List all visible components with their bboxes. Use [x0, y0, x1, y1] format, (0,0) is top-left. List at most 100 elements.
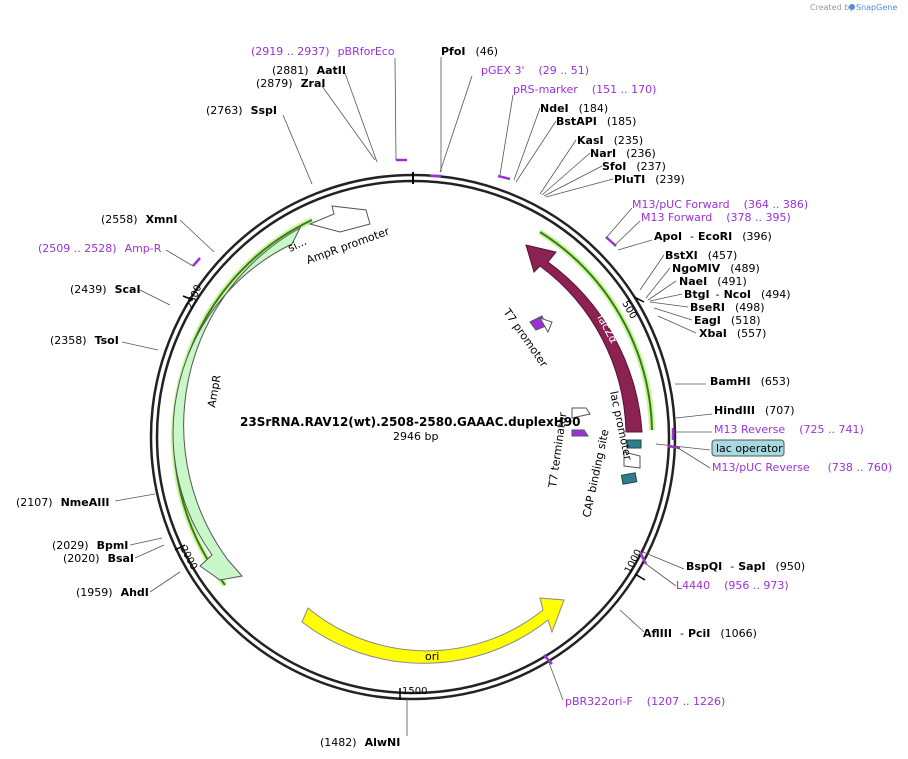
primer-pbrforeco-range: (2919 .. 2937)	[251, 45, 330, 58]
tick-marks	[174, 295, 646, 700]
lac-operator-feature	[626, 439, 642, 449]
svg-text:(2107)NmeAIII: (2107)NmeAIII	[16, 496, 110, 509]
enzyme-apoi: ApoI	[654, 230, 682, 243]
t7-promoter-arrow	[538, 317, 553, 334]
svg-text:(2020)BsaI: (2020)BsaI	[63, 552, 134, 565]
enzyme-aatii: AatII	[317, 64, 346, 77]
enzyme-bspqi: BspQI	[686, 560, 722, 573]
enzyme-bstapi: BstAPI	[556, 115, 597, 128]
svg-text:pGEX 3'(29 .. 51): pGEX 3'(29 .. 51)	[481, 64, 589, 77]
lacz-highlight-line	[539, 231, 653, 431]
svg-text:BstAPI(185): BstAPI(185)	[556, 115, 636, 128]
snapgene-icon	[849, 4, 855, 10]
cap-site-feature	[620, 472, 638, 485]
svg-text:(2029)BpmI: (2029)BpmI	[52, 539, 128, 552]
enzyme-bsai: BsaI	[108, 552, 134, 565]
enzyme-afliii: AflIII	[643, 627, 672, 640]
primer-amp-r: Amp-R	[125, 242, 162, 255]
primer-m13-puc-reverse: M13/pUC Reverse	[712, 461, 810, 474]
svg-text:pBR322ori-F(1207 .. 1226): pBR322ori-F(1207 .. 1226)	[565, 695, 725, 708]
svg-text:M13/pUC Reverse(738 .. 760): M13/pUC Reverse(738 .. 760)	[712, 461, 892, 474]
enzyme-xmni: XmnI	[146, 213, 178, 226]
enzyme-hindiii: HindIII	[714, 404, 755, 417]
svg-text:SfoI(237): SfoI(237)	[602, 160, 666, 173]
svg-text:M13 Forward(378 .. 395): M13 Forward(378 .. 395)	[641, 211, 791, 224]
enzyme-btgi: BtgI	[684, 288, 710, 301]
svg-text:(2439)ScaI: (2439)ScaI	[70, 283, 141, 296]
svg-text:(2558)XmnI: (2558)XmnI	[101, 213, 177, 226]
enzyme-tsoi: TsoI	[95, 334, 119, 347]
lac-promoter-feature	[623, 451, 641, 469]
ampr-promoter-feature	[308, 205, 371, 233]
primer-m13-reverse: M13 Reverse	[714, 423, 785, 436]
svg-text:NdeI(184): NdeI(184)	[540, 102, 608, 115]
svg-text:BtgI-NcoI(494): BtgI-NcoI(494)	[684, 288, 791, 301]
plasmid-name: 23SrRNA.RAV12(wt).2508-2580.GAAAC.duplex…	[240, 415, 581, 429]
primer-pbrforeco: pBRforEco	[338, 45, 395, 58]
connector-lines	[114, 57, 713, 736]
svg-text:M13/pUC Forward(364 .. 386): M13/pUC Forward(364 .. 386)	[632, 198, 808, 211]
tick-label-1500: 1500	[402, 686, 427, 697]
primer-amp-r-range: (2509 .. 2528)	[38, 242, 117, 255]
svg-text:BseRI(498): BseRI(498)	[690, 301, 765, 314]
lac-operator-label: lac operator	[716, 442, 783, 455]
primer-marks	[192, 158, 681, 665]
svg-text:(2919 .. 2937)pBRforEco: (2919 .. 2937) pBRforEco	[251, 45, 395, 58]
enzyme-eagi: EagI	[694, 314, 721, 327]
enzyme-bpmi: BpmI	[97, 539, 129, 552]
ampr-label: AmpR	[205, 374, 224, 409]
enzyme-ecori: EcoRI	[698, 230, 732, 243]
svg-text:PluTI(239): PluTI(239)	[614, 173, 685, 186]
enzyme-pfoi: PfoI	[441, 45, 466, 58]
svg-text:BstXI(457): BstXI(457)	[665, 249, 737, 262]
enzyme-ncoi: NcoI	[724, 288, 751, 301]
ori-label: ori	[425, 650, 439, 663]
t7-terminator-feature	[571, 429, 589, 437]
svg-text:BamHI(653): BamHI(653)	[710, 375, 790, 388]
svg-text:XbaI(557): XbaI(557)	[699, 327, 766, 340]
enzyme-kasi: KasI	[577, 134, 604, 147]
primer-m13-puc-forward: M13/pUC Forward	[632, 198, 730, 211]
lac-operator-box	[711, 439, 785, 457]
snapgene-logo: SnapGene	[856, 3, 897, 12]
cap-site-label: CAP binding site	[580, 428, 611, 519]
enzyme-pcii: PciI	[688, 627, 710, 640]
enzyme-ndei: NdeI	[540, 102, 569, 115]
svg-text:(2358)TsoI: (2358)TsoI	[50, 334, 119, 347]
enzyme-sfoi: SfoI	[602, 160, 626, 173]
svg-text:BspQI-SapI(950): BspQI-SapI(950)	[686, 560, 805, 573]
credit-prefix: Created by	[810, 3, 854, 12]
primer-l4440: L4440	[676, 579, 710, 592]
enzyme-sspi: SspI	[251, 104, 277, 117]
svg-text:(1482)AlwNI: (1482)AlwNI	[320, 736, 400, 749]
enzyme-scai: ScaI	[115, 283, 141, 296]
enzyme-alwni: AlwNI	[365, 736, 401, 749]
enzyme-nmeaiii: NmeAIII	[61, 496, 110, 509]
primer-labels: (2919 .. 2937) pBRforEco pGEX 3'(29 .. 51…	[38, 45, 892, 708]
svg-text:AflIII-PciI(1066): AflIII-PciI(1066)	[643, 627, 757, 640]
enzyme-pluti: PluTI	[614, 173, 645, 186]
lacza-feature	[525, 244, 643, 433]
ori-feature	[301, 597, 565, 664]
primer-prs-marker: pRS-marker	[513, 83, 578, 96]
svg-text:pRS-marker(151 .. 170): pRS-marker(151 .. 170)	[513, 83, 656, 96]
svg-text:(2763)SspI: (2763)SspI	[206, 104, 277, 117]
enzyme-ahdi: AhdI	[121, 586, 149, 599]
svg-text:PfoI(46): PfoI(46)	[441, 45, 498, 58]
svg-text:EagI(518): EagI(518)	[694, 314, 761, 327]
enzyme-nari: NarI	[590, 147, 616, 160]
primer-pbr322ori-f: pBR322ori-F	[565, 695, 633, 708]
enzyme-xbai: XbaI	[699, 327, 727, 340]
svg-text:L4440(956 .. 973): L4440(956 .. 973)	[676, 579, 789, 592]
svg-text:(1959)AhdI: (1959)AhdI	[76, 586, 149, 599]
svg-text:HindIII(707): HindIII(707)	[714, 404, 795, 417]
primer-pgex3: pGEX 3'	[481, 64, 525, 77]
enzyme-bseri: BseRI	[690, 301, 725, 314]
t7-promoter-label: T7 promoter	[500, 305, 551, 370]
svg-text:M13 Reverse(725 .. 741): M13 Reverse(725 .. 741)	[714, 423, 864, 436]
primer-m13-forward: M13 Forward	[641, 211, 712, 224]
svg-text:(2879)ZraI: (2879)ZraI	[256, 77, 326, 90]
svg-text:(2881)AatII: (2881)AatII	[272, 64, 346, 77]
svg-text:KasI(235): KasI(235)	[577, 134, 643, 147]
